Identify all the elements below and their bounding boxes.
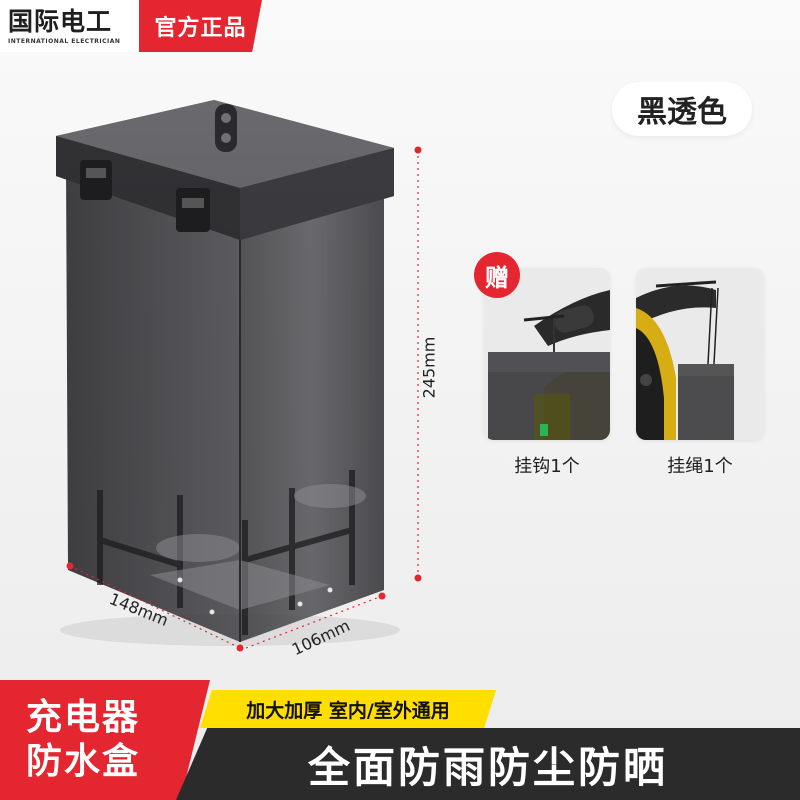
brand-header: 国际电工 INTERNATIONAL ELECTRICIAN 官方正品 [0,0,262,52]
gift-hook-card[interactable] [484,268,610,440]
feature-tag-small: 加大加厚 室内/室外通用 [200,690,496,728]
dimension-endpoints [66,146,422,652]
dimension-lines [69,150,419,649]
box-lid-side [240,148,394,240]
dimension-height-label: 245mm [419,336,439,399]
lid-hanger-tab [215,104,237,152]
feature-tag-big-text: 全面防雨防尘防晒 [307,742,668,792]
brand-english-name: INTERNATIONAL ELECTRICIAN [8,37,121,45]
feature-tag-big: 全面防雨防尘防晒 [176,728,800,800]
brand-logo: 国际电工 INTERNATIONAL ELECTRICIAN [0,0,139,52]
feature-tag-small-text: 加大加厚 室内/室外通用 [246,699,450,722]
gift-rope-card[interactable] [636,268,764,440]
product-title-banner: 充电器 防水盒 [0,680,210,800]
product-title-line2: 防水盒 [26,741,141,782]
hook-image [484,268,610,440]
gift-badge: 赠 [474,252,520,298]
color-option-label: 黑透色 [637,95,727,130]
gift-hook-label: 挂钩1个 [514,456,580,477]
gift-badge-label: 赠 [485,263,509,292]
brand-name: 国际电工 [8,6,113,36]
official-badge: 官方正品 [138,0,262,52]
official-badge-label: 官方正品 [154,16,247,41]
box-left-face [66,165,240,642]
color-option-pill[interactable]: 黑透色 [612,82,752,136]
product-title-line1: 充电器 [26,697,141,738]
right-latch [176,188,210,232]
left-latch [80,160,112,200]
box-bottom-holes [177,577,333,615]
gift-rope-label: 挂绳1个 [667,456,733,477]
rope-image [636,268,764,440]
